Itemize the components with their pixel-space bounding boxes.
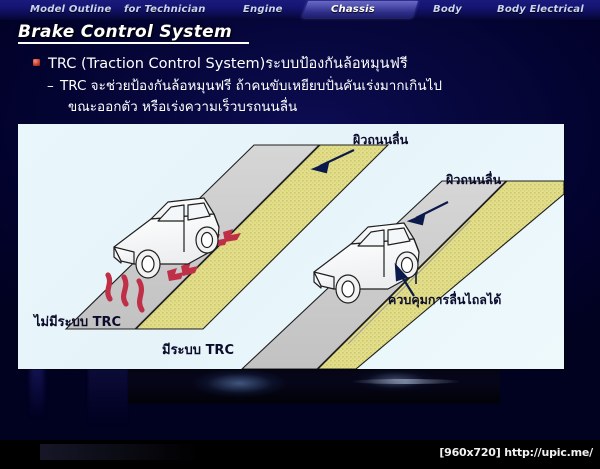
nav-item-model-outline[interactable]: Model Outline [30,4,112,15]
illustration-panel: ผิวถนนลื่น ผิวถนนลื่น ไม่มีระบบ TRC มีระ… [18,124,564,369]
bullet-level1: TRC (Traction Control System)ระบบป้องกัน… [33,52,408,75]
bullet-level2-line2: ขณะออกตัว หรือเร่งความเร็วบรถนนลื่น [68,95,297,117]
title-underline [18,42,249,44]
bullet-level1-text: TRC (Traction Control System)ระบบป้องกัน… [48,56,408,72]
background-glow-left [30,358,44,418]
nav-item-body-electrical[interactable]: Body Electrical [497,4,584,15]
footer-source-text: [960x720] http://upic.me/ [439,446,593,459]
footer-artifact [40,444,200,460]
nav-item-engine[interactable]: Engine [243,4,283,15]
trc-comparison-diagram [64,144,564,369]
label-skid-controlled: ควบคุมการลื่นไถลได้ [388,292,502,307]
skid-marks [105,272,145,313]
callout-arrows [310,149,449,297]
label-slippery-surface-right: ผิวถนนลื่น [446,172,502,187]
label-with-trc: มีระบบ TRC [162,343,234,358]
bullet-level2-line1-text: TRC จะช่วยป้องกันล้อหมุนฟรี ถ้าคนขับเหยี… [60,78,442,94]
label-no-trc: ไม่มีระบบ TRC [34,315,122,330]
label-slippery-surface-left: ผิวถนนลื่น [353,132,409,147]
nav-item-for-technician[interactable]: for Technician [124,4,206,15]
nav-item-body[interactable]: Body [433,4,462,15]
bullet-marker-icon [33,59,40,66]
truck-with-trc [313,222,420,304]
top-navigation-bar: Model Outline for Technician Engine Chas… [0,0,600,20]
nav-item-chassis[interactable]: Chassis [331,4,375,15]
bullet-level2-line2-text: ขณะออกตัว หรือเร่งความเร็วบรถนนลื่น [68,99,298,115]
dash-marker-icon: – [47,78,54,94]
bullet-level2-line1: –TRC จะช่วยป้องกันล้อหมุนฟรี ถ้าคนขับเหย… [47,74,442,96]
page-title: Brake Control System [18,22,232,42]
truck-without-trc [113,197,220,279]
footer-bar: [960x720] http://upic.me/ [0,440,600,469]
slide-canvas: Model Outline for Technician Engine Chas… [0,0,600,440]
